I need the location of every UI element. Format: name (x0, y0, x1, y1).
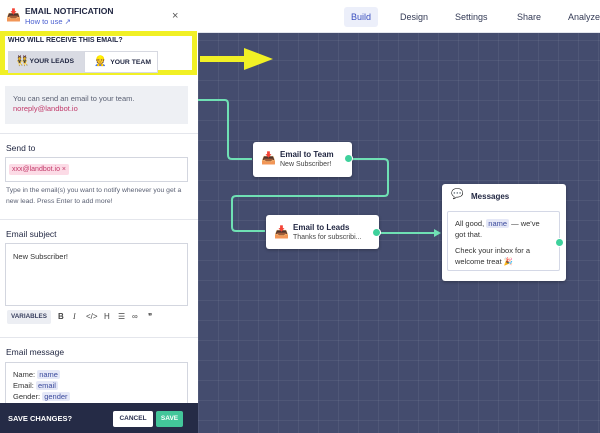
cancel-button[interactable]: CANCEL (113, 411, 153, 427)
save-footer: SAVE CHANGES? CANCEL SAVE (0, 403, 198, 433)
message-line: Gender: gender (13, 392, 70, 401)
top-navigation: Build Design Settings Share Analyze (198, 0, 600, 33)
mail-tray-icon: 📥 (6, 8, 21, 22)
nav-build[interactable]: Build (344, 7, 379, 27)
output-port[interactable] (372, 228, 381, 237)
output-port[interactable] (555, 238, 564, 247)
send-to-label: Send to (6, 143, 36, 153)
team-emoji-icon: 👷 (94, 56, 107, 67)
list-icon[interactable]: ☰ (118, 312, 126, 321)
heading-icon[interactable]: H (104, 312, 110, 321)
bold-icon[interactable]: B (58, 312, 64, 321)
how-to-use-link[interactable]: How to use ↗ (25, 17, 71, 26)
tab-your-team[interactable]: YOUR TEAM (84, 51, 158, 73)
remove-tag-icon[interactable]: × (61, 166, 67, 173)
variable-tag: name (486, 219, 510, 228)
message-line: Name: name (13, 370, 60, 379)
email-subject-label: Email subject (6, 229, 57, 239)
divider (0, 337, 198, 338)
message-line-2: got that. (455, 230, 483, 239)
message-line: Email: email (13, 381, 58, 390)
field-label: Name: (13, 370, 36, 379)
divider (0, 133, 198, 134)
node-subtitle: Thanks for subscribi... (293, 234, 362, 241)
variable-tag: gender (42, 392, 70, 401)
nav-share[interactable]: Share (517, 12, 542, 22)
output-port[interactable] (344, 154, 353, 163)
panel-title: EMAIL NOTIFICATION (25, 6, 114, 16)
send-to-hint: Type in the email(s) you want to notify … (6, 187, 182, 205)
mail-tray-icon: 📥 (261, 151, 276, 165)
recipient-label: WHO WILL RECEIVE THIS EMAIL? (8, 37, 123, 44)
message-line-1: All good, name — we've (455, 219, 540, 228)
tag-text: xxx@landbot.io (12, 166, 60, 173)
info-text: You can send an email to your team. (13, 94, 135, 103)
chat-bubble-icon: 💬 (451, 189, 464, 200)
email-subject-input[interactable] (5, 243, 188, 306)
code-icon[interactable]: </> (86, 312, 98, 321)
email-to-team-node[interactable]: 📥 Email to Team New Subscriber! (253, 142, 352, 177)
external-link-icon: ↗ (64, 17, 71, 26)
variable-tag: email (35, 381, 58, 390)
tab-your-leads[interactable]: YOUR LEADS (8, 51, 84, 73)
link-label: How to use (25, 17, 63, 26)
nav-settings[interactable]: Settings (455, 12, 488, 22)
email-message-label: Email message (6, 347, 65, 357)
close-icon[interactable]: × (172, 10, 179, 22)
link-icon[interactable]: ∞ (132, 312, 138, 321)
nav-analyze[interactable]: Analyze (568, 12, 600, 22)
message-line-4: welcome treat 🎉 (455, 257, 514, 266)
message-text: — we've (511, 219, 540, 228)
leads-emoji-icon: 👯 (16, 56, 29, 67)
info-email: noreply@landbot.io (13, 104, 78, 113)
variables-button[interactable]: VARIABLES (7, 310, 51, 324)
email-tag[interactable]: xxx@landbot.io × (9, 164, 70, 175)
save-changes-label: SAVE CHANGES? (8, 414, 73, 423)
node-title: Messages (471, 192, 510, 201)
node-title: Email to Leads (293, 223, 350, 232)
node-subtitle: New Subscriber! (280, 161, 332, 168)
field-label: Email: (13, 381, 34, 390)
node-title: Email to Team (280, 150, 334, 159)
message-text: All good, (455, 219, 485, 228)
mail-tray-icon: 📥 (274, 225, 289, 239)
divider (0, 219, 198, 220)
variable-tag: name (37, 370, 60, 379)
email-notification-panel: 📥 EMAIL NOTIFICATION How to use ↗ × WHO … (0, 0, 198, 433)
subject-value: New Subscriber! (13, 252, 69, 261)
quote-icon[interactable]: ❞ (148, 312, 153, 321)
italic-icon[interactable]: I (73, 312, 76, 321)
nav-design[interactable]: Design (400, 12, 429, 22)
panel-header: 📥 EMAIL NOTIFICATION How to use ↗ × (0, 0, 198, 32)
email-to-leads-node[interactable]: 📥 Email to Leads Thanks for subscribi... (266, 215, 379, 249)
info-box (5, 86, 188, 124)
save-button[interactable]: SAVE (156, 411, 183, 427)
message-line-3: Check your inbox for a (455, 246, 531, 255)
field-label: Gender: (13, 392, 41, 401)
